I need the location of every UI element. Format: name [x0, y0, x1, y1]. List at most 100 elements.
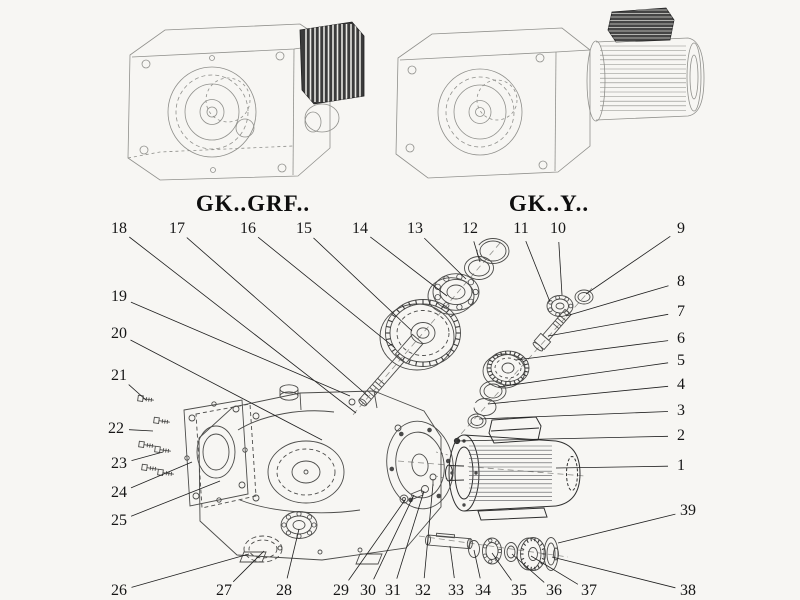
- flange-bolt-holes: [389, 427, 451, 503]
- y-output-bore: [437, 68, 523, 156]
- part-number-28: 28: [276, 582, 292, 599]
- big-helical-gear: [379, 299, 461, 371]
- assembled-gearbox-grf-drawing: [127, 21, 365, 181]
- y-motor: [586, 7, 705, 122]
- wavy-shim-washer: [243, 535, 283, 563]
- vent-plug: [429, 473, 437, 481]
- input-gear: [482, 350, 530, 389]
- fan-cover-grill: [566, 456, 578, 491]
- variant-title-gk-y: GK..Y..: [508, 191, 590, 216]
- side-bore-boss: [267, 440, 345, 504]
- leader-line-3: [478, 411, 669, 420]
- bearing-balls: [434, 273, 479, 311]
- input-washers-and-rings: [467, 380, 507, 429]
- leader-line-11: [525, 240, 551, 303]
- leader-line-13: [424, 237, 467, 280]
- leader-line-8: [565, 285, 669, 317]
- leader-line-28: [286, 528, 300, 579]
- drive-motor: [445, 416, 581, 521]
- leader-line-19: [130, 301, 351, 397]
- output-end-disc: [543, 537, 559, 571]
- leader-line-6: [515, 340, 669, 361]
- y-bolt-holes: [405, 53, 548, 170]
- bolt-icon: [153, 416, 171, 426]
- part-number-15: 15: [296, 220, 312, 237]
- leader-line-39: [557, 513, 676, 544]
- cooling-fins: [305, 24, 361, 102]
- leader-line-1: [555, 465, 669, 469]
- part-number-8: 8: [677, 273, 685, 290]
- leader-line-20: [130, 339, 323, 441]
- motor-cooling-fins-exploded: [469, 445, 552, 501]
- bolt-icon: [154, 445, 172, 455]
- output-bearing: [482, 537, 502, 565]
- input-shaft-stack: [467, 289, 594, 429]
- leader-line-27: [232, 550, 265, 583]
- part-number-34: 34: [475, 582, 491, 599]
- part-number-39: 39: [680, 502, 696, 519]
- part-number-11: 11: [513, 220, 529, 237]
- assembled-gearmotor-y-drawing: [395, 7, 705, 179]
- motor-foot: [477, 507, 548, 521]
- output-shaft-assembly: [425, 532, 559, 571]
- motor-mounting-flange: [386, 420, 454, 510]
- mounting-flange-plate: [183, 399, 257, 509]
- leader-line-5: [497, 362, 669, 388]
- leader-line-31: [396, 490, 425, 579]
- part-number-22: 22: [108, 420, 124, 437]
- leader-line-2: [456, 435, 669, 442]
- small-plugs-and-key: [399, 473, 437, 504]
- leader-line-17: [186, 237, 369, 397]
- part-number-23: 23: [111, 455, 127, 472]
- variant-title-gk-grf: GK..GRF..: [195, 191, 311, 216]
- part-number-31: 31: [385, 582, 401, 599]
- gasket-outline: [195, 403, 257, 509]
- part-number-1: 1: [677, 457, 685, 474]
- part-number-35: 35: [511, 582, 527, 599]
- part-number-38: 38: [680, 582, 696, 599]
- grf-input-side: [304, 103, 340, 133]
- part-number-3: 3: [677, 402, 685, 419]
- fastener-bolts: [137, 394, 175, 478]
- leader-line-32: [423, 483, 434, 579]
- leader-line-30: [373, 494, 415, 580]
- leader-line-10: [558, 241, 563, 296]
- input-pinion-shaft: [532, 308, 572, 352]
- part-number-18: 18: [111, 220, 127, 237]
- part-number-2: 2: [677, 427, 685, 444]
- upper-tapered-bearing: [427, 273, 480, 315]
- part-number-7: 7: [677, 303, 685, 320]
- part-number-19: 19: [111, 288, 127, 305]
- part-number-27: 27: [216, 582, 232, 599]
- grf-output-bore: [167, 66, 257, 158]
- part-number-21: 21: [111, 367, 127, 384]
- part-number-26: 26: [111, 582, 127, 599]
- terminal-box: [607, 7, 675, 43]
- bolt-icon: [141, 463, 159, 473]
- part-number-10: 10: [550, 220, 566, 237]
- part-number-14: 14: [352, 220, 368, 237]
- gear-teeth: [385, 299, 461, 367]
- part-number-30: 30: [360, 582, 376, 599]
- part-number-12: 12: [462, 220, 478, 237]
- part-number-20: 20: [111, 325, 127, 342]
- motor-flange-bolt-holes: [450, 439, 478, 507]
- leader-line-15: [313, 237, 413, 332]
- leader-line-36: [511, 553, 545, 583]
- y-housing-outline: [395, 27, 591, 179]
- leader-line-16: [257, 236, 396, 349]
- leader-line-4: [487, 385, 669, 405]
- grf-bolt-holes: [139, 51, 287, 173]
- part-number-16: 16: [240, 220, 256, 237]
- part-number-4: 4: [677, 376, 685, 393]
- part-number-24: 24: [111, 484, 127, 501]
- housing-top-boss: [279, 384, 299, 401]
- part-number-33: 33: [448, 582, 464, 599]
- part-number-5: 5: [677, 352, 685, 369]
- leader-line-34: [473, 549, 481, 579]
- leader-line-9: [585, 235, 671, 295]
- leader-line-7: [547, 313, 669, 337]
- leader-line-33: [449, 545, 455, 579]
- leader-line-37: [530, 555, 579, 585]
